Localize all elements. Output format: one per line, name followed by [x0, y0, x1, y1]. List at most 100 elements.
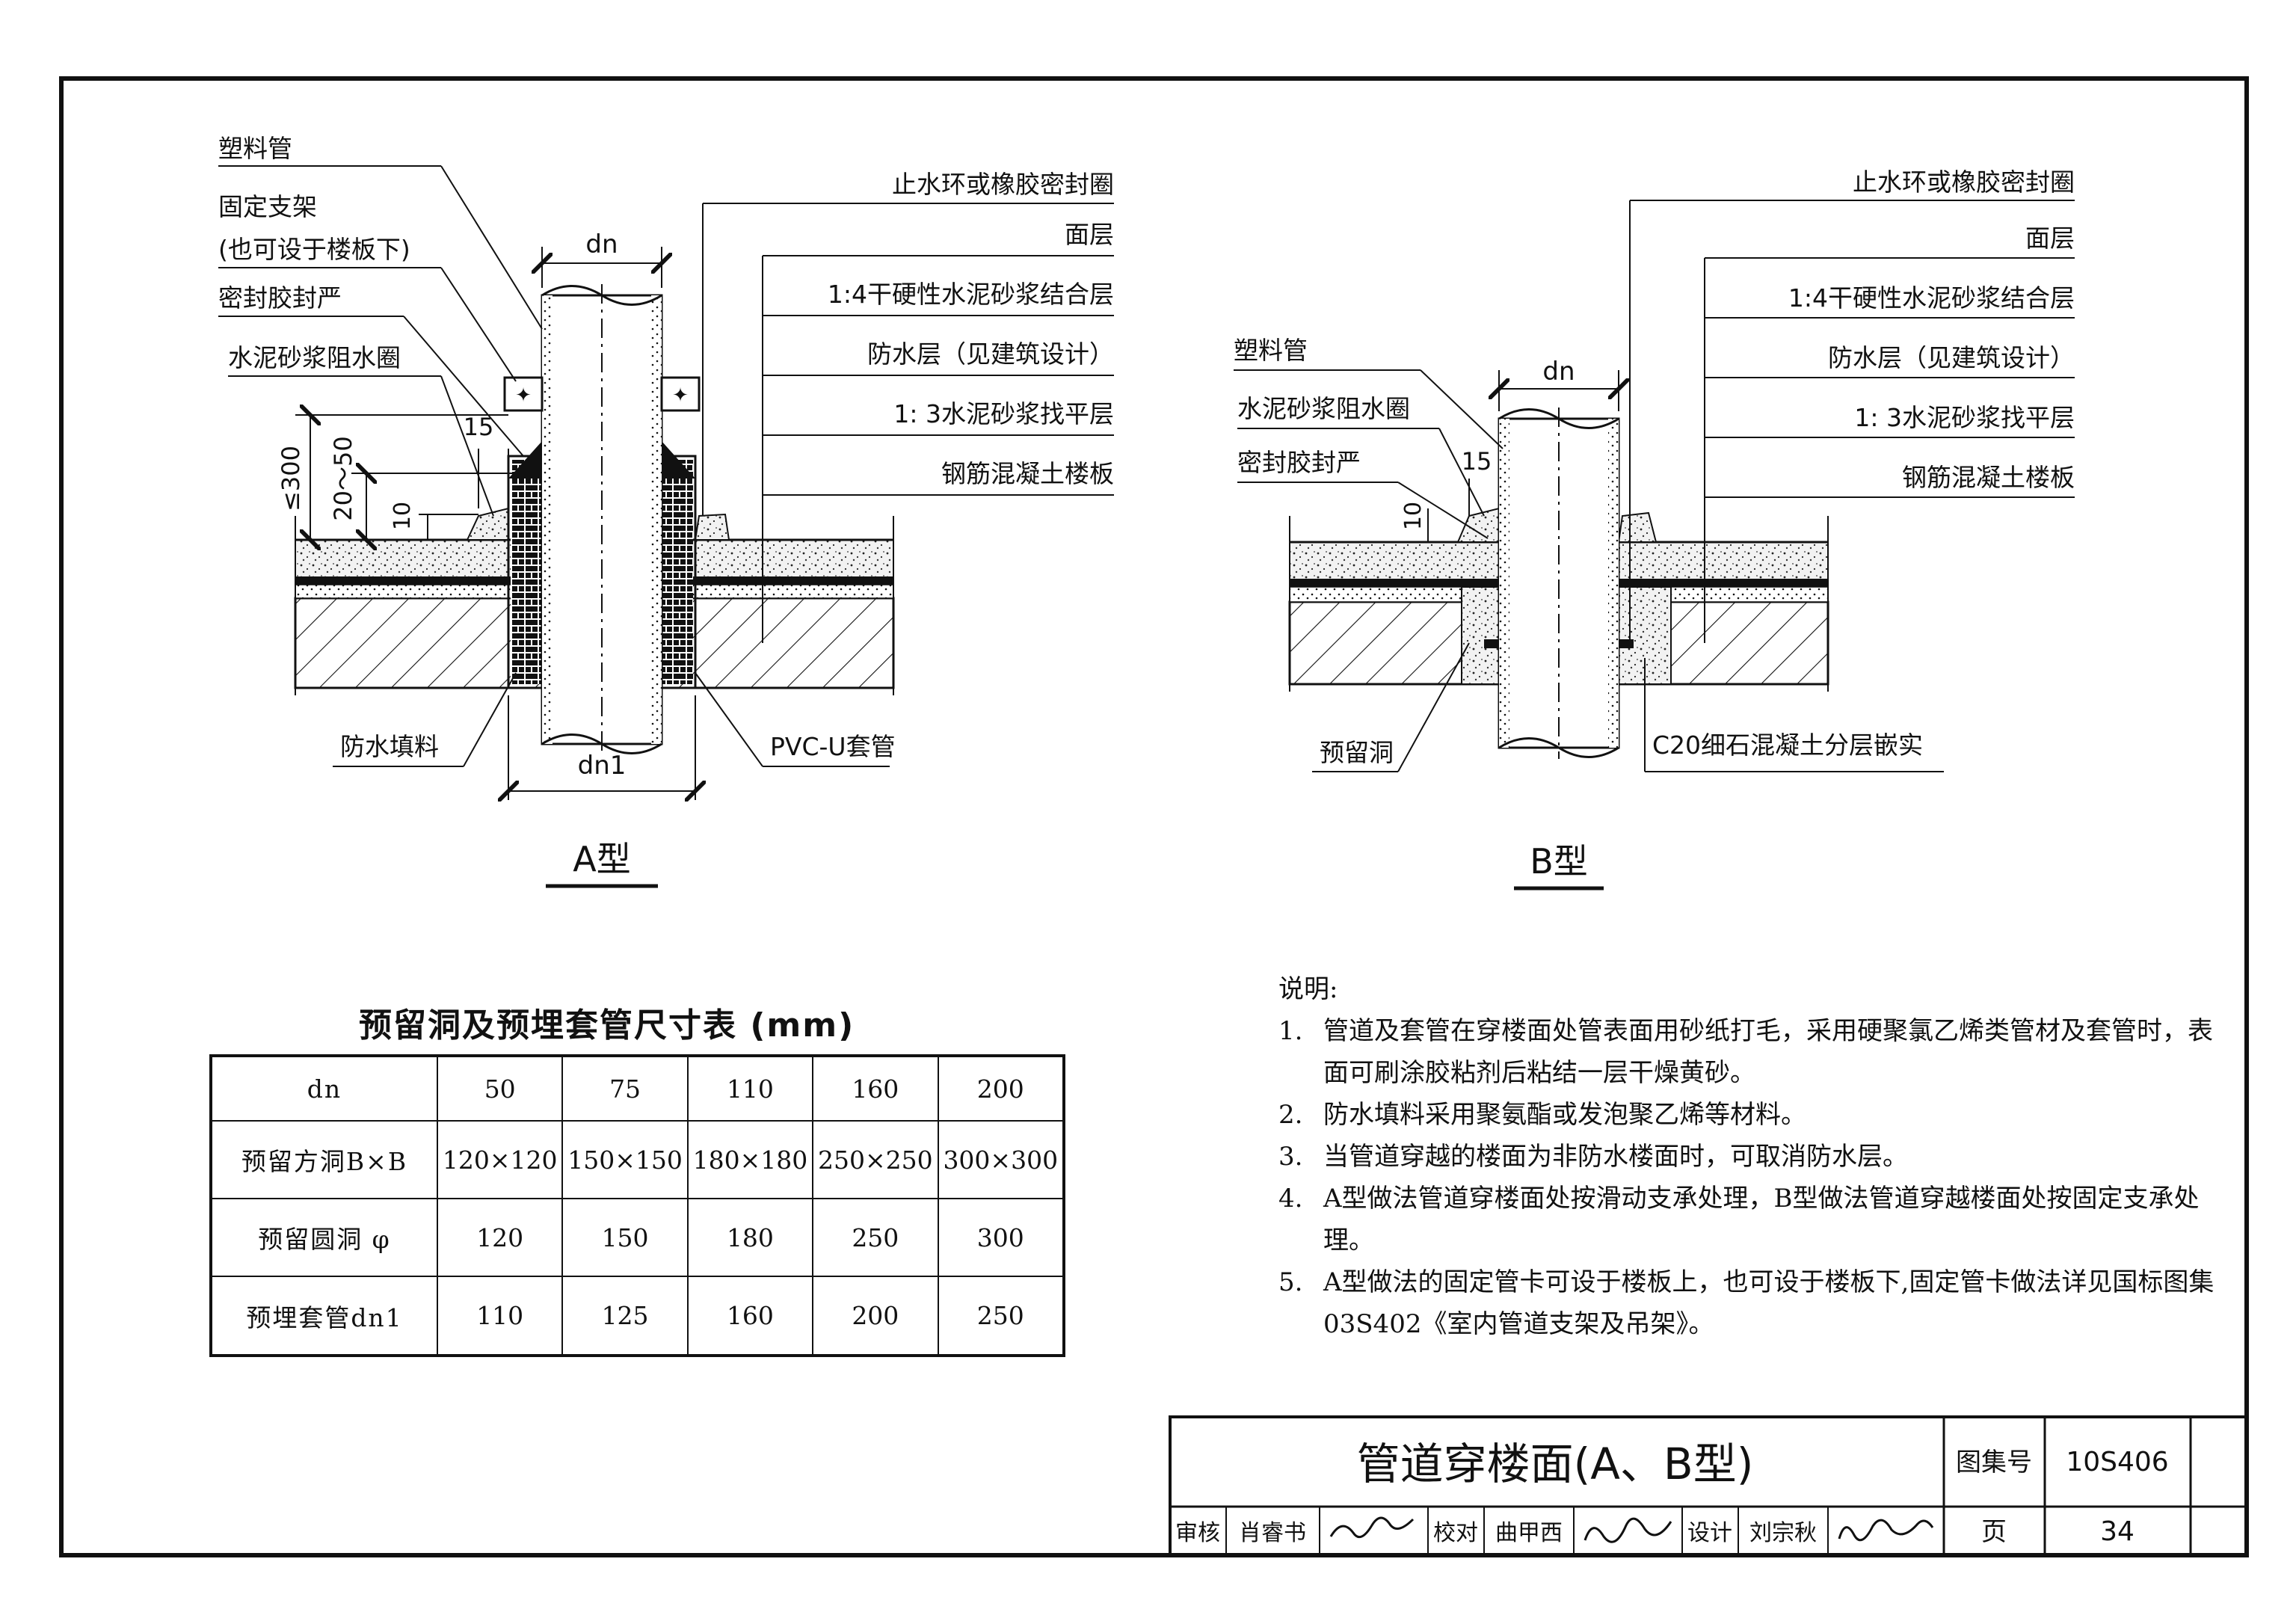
page-number: 34	[2100, 1516, 2135, 1547]
label-leveling-a: 1: 3水泥砂浆找平层	[893, 399, 1114, 428]
check-label: 校对	[1433, 1520, 1478, 1546]
dim-dn1-a: dn1	[578, 751, 627, 781]
detail-b: dn 15 10 塑料管 水泥砂浆阻水圈 密封胶封严 止水环或橡胶密封圈 面层 …	[1234, 167, 2075, 891]
table-cell: 250	[812, 1198, 939, 1277]
sealant-a	[508, 441, 542, 479]
label-waterproof-b: 防水层（见建筑设计）	[1828, 343, 2075, 372]
check-signature	[1583, 1517, 1672, 1543]
table-cell: 300×300	[937, 1120, 1065, 1200]
check-name: 曲甲西	[1495, 1520, 1563, 1546]
size-table: dn 50 75 110 160 200 预留方洞B×B 120×120 150…	[209, 1054, 1065, 1357]
table-cell: 50	[436, 1054, 564, 1122]
table-cell: 160	[686, 1276, 814, 1356]
label-sealant-b: 密封胶封严	[1237, 448, 1361, 477]
label-mortar-ring-a: 水泥砂浆阻水圈	[228, 343, 401, 372]
label-water-stop-b: 止水环或橡胶密封圈	[1853, 167, 2075, 197]
table-cell: 160	[812, 1054, 939, 1122]
label-slab-b: 钢筋混凝土楼板	[1902, 463, 2075, 492]
size-table-title: 预留洞及预埋套管尺寸表 (mm)	[359, 1006, 855, 1045]
label-surface-a: 面层	[1065, 220, 1114, 249]
note-number: 1.	[1278, 1016, 1303, 1046]
label-plastic-pipe-a: 塑料管	[218, 134, 292, 163]
table-cell: 150×150	[561, 1120, 689, 1200]
table-cell: 180	[686, 1198, 814, 1277]
table-cell: 125	[561, 1276, 689, 1356]
dim-10-b: 10	[1400, 502, 1426, 530]
note-item: 1. 管道及套管在穿楼面处管表面用砂纸打毛，采用硬聚氯乙烯类管材及套管时，表面可…	[1278, 1010, 2220, 1094]
note-text: 当管道穿越的楼面为非防水楼面时，可取消防水层。	[1323, 1142, 1908, 1172]
table-cell: 120	[436, 1198, 564, 1277]
table-cell: 180×180	[686, 1120, 814, 1200]
table-row: dn 50 75 110 160 200	[210, 1054, 1065, 1122]
table-cell: 200	[937, 1054, 1065, 1122]
table-row: 预留圆洞 φ 120 150 180 250 300	[210, 1198, 1065, 1277]
note-item: 5. A型做法的固定管卡可设于楼板上，也可设于楼板下,固定管卡做法详见国标图集0…	[1278, 1261, 2220, 1345]
label-bond-layer-a: 1:4干硬性水泥砂浆结合层	[828, 280, 1114, 309]
svg-text:✦: ✦	[672, 384, 689, 407]
label-leveling-b: 1: 3水泥砂浆找平层	[1854, 403, 2075, 432]
table-cell: dn	[210, 1054, 438, 1122]
dim-15-a: 15	[464, 413, 494, 441]
note-text: 防水填料采用聚氨酯或发泡聚乙烯等材料。	[1323, 1100, 1806, 1130]
dim-max-a: ≤300	[277, 446, 305, 511]
note-text: 管道及套管在穿楼面处管表面用砂纸打毛，采用硬聚氯乙烯类管材及套管时，表面可刷涂胶…	[1323, 1016, 2213, 1088]
design-signature	[1838, 1519, 1934, 1542]
table-cell: 预留方洞B×B	[210, 1120, 438, 1200]
svg-text:✦: ✦	[515, 384, 532, 407]
waterproof-filler-a	[511, 460, 542, 684]
review-name: 肖睿书	[1239, 1520, 1306, 1546]
label-surface-b: 面层	[2025, 224, 2075, 253]
note-number: 3.	[1278, 1142, 1303, 1172]
label-c20-infill-b: C20细石混凝土分层嵌实	[1652, 731, 1923, 760]
table-cell: 110	[436, 1276, 564, 1356]
note-number: 4.	[1278, 1184, 1303, 1214]
table-row: 预埋套管dn1 110 125 160 200 250	[210, 1276, 1065, 1356]
label-reserved-hole-b: 预留洞	[1320, 738, 1394, 767]
design-name: 刘宗秋	[1749, 1520, 1817, 1546]
table-cell: 75	[561, 1054, 689, 1122]
table-cell: 120×120	[436, 1120, 564, 1200]
note-item: 2. 防水填料采用聚氨酯或发泡聚乙烯等材料。	[1278, 1094, 2220, 1136]
dim-15-b: 15	[1462, 447, 1492, 476]
label-filler-a: 防水填料	[340, 732, 439, 761]
label-mortar-ring-b: 水泥砂浆阻水圈	[1237, 394, 1410, 423]
table-cell: 预埋套管dn1	[210, 1276, 438, 1356]
table-cell: 150	[561, 1198, 689, 1277]
detail-a: ✦ ✦ dn dn1 ≤300 20～50 10 15 塑料管 固定支架 (也可…	[218, 134, 1114, 888]
notes-block: 说明: 1. 管道及套管在穿楼面处管表面用砂纸打毛，采用硬聚氯乙烯类管材及套管时…	[1278, 968, 2220, 1345]
note-number: 5.	[1278, 1267, 1303, 1297]
label-slab-a: 钢筋混凝土楼板	[941, 459, 1114, 488]
page-label: 页	[1981, 1517, 2007, 1547]
label-sleeve-a: PVC-U套管	[770, 732, 896, 761]
note-number: 2.	[1278, 1100, 1303, 1130]
caption-a: A型	[573, 839, 630, 879]
label-plastic-pipe-b: 塑料管	[1234, 336, 1308, 365]
table-cell: 200	[812, 1276, 939, 1356]
note-text: A型做法的固定管卡可设于楼板上，也可设于楼板下,固定管卡做法详见国标图集03S4…	[1323, 1267, 2215, 1339]
table-cell: 300	[937, 1198, 1065, 1277]
note-text: A型做法管道穿楼面处按滑动支承处理，B型做法管道穿越楼面处按固定支承处理。	[1323, 1184, 2200, 1255]
review-label: 审核	[1175, 1520, 1220, 1546]
fixed-bracket-a	[503, 376, 544, 412]
dim-range-a: 20～50	[329, 436, 357, 520]
sheet-border	[59, 76, 2249, 1557]
atlas-number: 10S406	[2066, 1447, 2168, 1477]
design-label: 设计	[1687, 1520, 1732, 1546]
label-bracket-note-a: (也可设于楼板下)	[218, 235, 410, 264]
dim-dn-a: dn	[585, 230, 618, 259]
title-block: 管道穿楼面(A、B型) 图集号 10S406 页 34 审核 肖睿书 校对 曲甲…	[1169, 1415, 2248, 1557]
dim-10-a: 10	[390, 502, 416, 530]
review-signature	[1329, 1516, 1415, 1539]
label-fixed-bracket-a: 固定支架	[218, 192, 317, 221]
note-item: 3. 当管道穿越的楼面为非防水楼面时，可取消防水层。	[1278, 1136, 2220, 1178]
atlas-number-label: 图集号	[1956, 1448, 2032, 1477]
label-waterproof-a: 防水层（见建筑设计）	[867, 339, 1114, 369]
label-water-stop-a: 止水环或橡胶密封圈	[892, 170, 1114, 199]
table-cell: 250	[937, 1276, 1065, 1356]
caption-b: B型	[1530, 841, 1588, 882]
table-row: 预留方洞B×B 120×120 150×150 180×180 250×250 …	[210, 1120, 1065, 1200]
table-cell: 110	[686, 1054, 814, 1122]
notes-heading: 说明:	[1278, 974, 1338, 1004]
label-bond-layer-b: 1:4干硬性水泥砂浆结合层	[1788, 283, 2075, 313]
